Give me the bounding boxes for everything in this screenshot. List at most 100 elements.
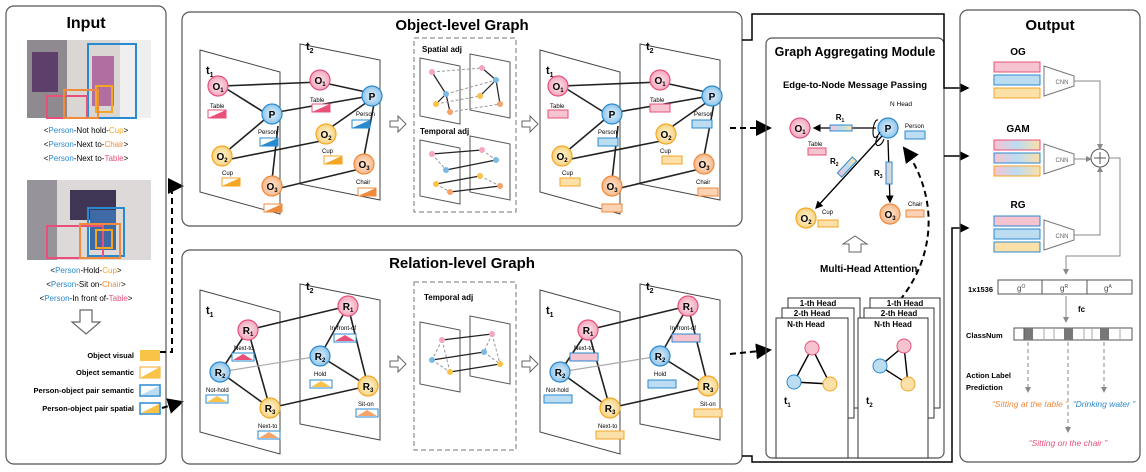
mha-feedback-arrow (899, 146, 930, 301)
classnum-vector (1013, 327, 1133, 341)
svg-text:Chair: Chair (908, 202, 922, 208)
svg-text:CNN: CNN (1056, 80, 1069, 86)
obj-t1-label: t1 (206, 65, 214, 79)
svg-text:CNN: CNN (1056, 158, 1069, 164)
input-to-object-arrow (160, 178, 184, 353)
classnum-label: ClassNum (966, 331, 1003, 340)
output-panel: Output OG CNN GAM CNN RG CNN 1x1536 gO g… (959, 9, 1141, 463)
adjacency-box: Spatial adj Temporal adj (413, 37, 517, 213)
svg-text:t2: t2 (646, 281, 654, 295)
svg-text:Table: Table (808, 142, 823, 148)
svg-text:O3: O3 (606, 182, 618, 194)
spatial-adj-label: Spatial adj (422, 45, 462, 54)
svg-text:t2: t2 (866, 396, 873, 409)
relation-to-gam-arrow (729, 343, 772, 360)
svg-text:t1: t1 (784, 396, 791, 409)
object-graph-output-planes: t1 t2 O1 Table P Person O2 Cup O3 O1 (539, 41, 723, 215)
svg-text:1-th Head: 1-th Head (800, 299, 837, 308)
caption-1-1: <Person-Not hold-Cup> (44, 126, 129, 135)
input-title: Input (66, 15, 106, 32)
svg-text:t1: t1 (206, 305, 214, 319)
prediction-sitting-on-chair: “Sitting on the chair ” (1029, 438, 1109, 448)
svg-text:O1: O1 (794, 124, 806, 136)
object-graph-title: Object-level Graph (395, 17, 528, 34)
head-stack-t1: 1-th Head 2-th Head N-th Head t1 (775, 297, 861, 459)
svg-text:Sit-on: Sit-on (358, 402, 374, 408)
svg-text:t2: t2 (306, 281, 314, 295)
rel-arrow-2-icon (521, 354, 539, 374)
svg-text:O1: O1 (314, 76, 326, 88)
svg-text:P: P (609, 110, 616, 121)
svg-text:R3: R3 (363, 382, 374, 394)
svg-text:Hold: Hold (654, 372, 666, 378)
rg-label: RG (1011, 200, 1026, 211)
svg-text:R3: R3 (703, 382, 714, 394)
svg-text:Next-to: Next-to (574, 346, 594, 352)
mha-label: Multi-Head Attention (820, 264, 917, 275)
feature-dim-label: 1x1536 (968, 285, 993, 294)
legend-pair-spatial: Person-object pair spatial (42, 404, 134, 413)
svg-text:O3: O3 (884, 210, 896, 222)
input-captions-1: <Person-Not hold-Cup> <Person-Next to-Ch… (44, 126, 129, 163)
svg-text:O2: O2 (660, 130, 672, 142)
svg-text:Cup: Cup (322, 149, 334, 155)
svg-text:2-th Head: 2-th Head (881, 309, 918, 318)
caption-2-1: <Person-Hold-Cup> (50, 266, 122, 275)
svg-text:O1: O1 (552, 82, 564, 94)
caption-1-2: <Person-Next to-Chair> (44, 140, 129, 149)
svg-text:gA: gA (1104, 284, 1112, 293)
caption-2-2: <Person-Sit on-Chair> (46, 280, 126, 289)
og-label: OG (1010, 47, 1026, 58)
legend-object-visual: Object visual (87, 351, 134, 360)
relation-level-graph-panel: Relation-level Graph t1 t2 R1 Next-to R2… (181, 249, 743, 465)
caption-1-3: <Person-Next to-Table> (44, 154, 129, 163)
object-level-graph-panel: Object-level Graph t1 t2 O1 (181, 11, 743, 227)
svg-text:O1: O1 (212, 82, 224, 94)
svg-text:R3: R3 (874, 169, 883, 180)
svg-text:Next-to: Next-to (234, 346, 254, 352)
temporal-adj-label-rel: Temporal adj (424, 293, 473, 302)
output-title: Output (1025, 17, 1074, 34)
input-frame-1 (27, 40, 151, 119)
svg-text:R1: R1 (343, 302, 354, 314)
gam-panel: Graph Aggregating Module Edge-to-Node Me… (765, 37, 945, 459)
svg-text:t1: t1 (546, 65, 554, 79)
svg-text:N Head: N Head (890, 101, 912, 108)
svg-text:P: P (885, 124, 892, 135)
object-graph-to-og-arrow (742, 13, 970, 93)
svg-text:t2: t2 (646, 41, 654, 55)
svg-text:O3: O3 (266, 182, 278, 194)
svg-text:2-th Head: 2-th Head (794, 309, 831, 318)
relation-graph-output-planes: t1 t2 R1 Next-to R2 Not-hold R3 Next-to … (539, 281, 723, 455)
svg-text:Hold: Hold (314, 372, 326, 378)
svg-text:O2: O2 (800, 214, 812, 226)
rel-arrow-1-icon (389, 354, 407, 374)
relation-graph-to-rg-arrow (742, 223, 970, 463)
og-cnn-block (1043, 65, 1075, 97)
svg-text:R2: R2 (555, 368, 566, 380)
svg-text:In-front-of: In-front-of (330, 326, 356, 332)
svg-text:t1: t1 (546, 305, 554, 319)
svg-text:R2: R2 (830, 157, 839, 168)
svg-text:Table: Table (310, 98, 325, 104)
svg-text:Cup: Cup (562, 171, 574, 177)
svg-text:Person: Person (356, 112, 375, 118)
svg-text:Table: Table (210, 104, 225, 110)
caption-2-3: <Person-In front of-Table> (40, 294, 133, 303)
feature-legend: Object visual Object semantic Person-obj… (34, 350, 161, 415)
svg-text:1-th Head: 1-th Head (887, 299, 924, 308)
svg-text:Chair: Chair (696, 180, 710, 186)
svg-text:Not-hold: Not-hold (546, 388, 569, 394)
gam-cnn-block (1043, 143, 1075, 175)
action-label-title: Action Label (966, 371, 1011, 380)
svg-text:Table: Table (550, 104, 565, 110)
gam-title: Graph Aggregating Module (775, 45, 936, 59)
head-stack-t2: 1-th Head 2-th Head N-th Head t2 (857, 297, 941, 459)
gam-output-label: GAM (1006, 124, 1029, 135)
svg-text:R3: R3 (265, 404, 276, 416)
svg-text:Cup: Cup (660, 149, 672, 155)
input-frame-2 (27, 180, 151, 260)
legend-object-semantic: Object semantic (76, 368, 134, 377)
svg-text:Sit-on: Sit-on (700, 402, 716, 408)
prediction-title: Prediction (966, 383, 1003, 392)
